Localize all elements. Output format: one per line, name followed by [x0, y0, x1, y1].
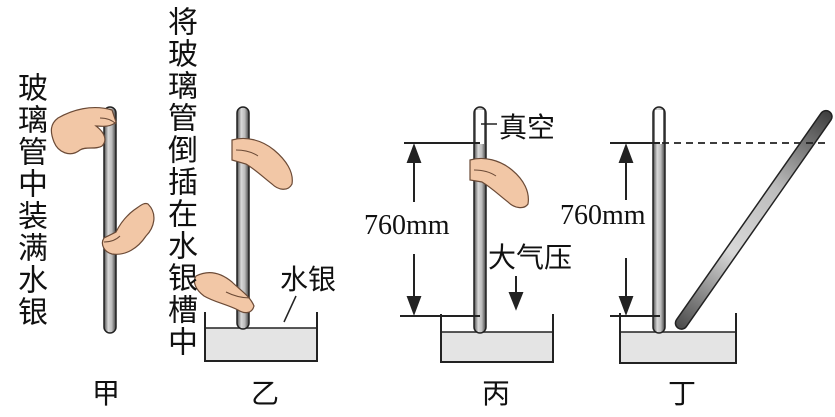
- trough-ding: [619, 313, 737, 364]
- tube-jia: [103, 106, 117, 334]
- caption-yi: 乙: [251, 377, 280, 410]
- hand-yi-top: [231, 137, 293, 190]
- label-height-bing: 760mm: [364, 210, 450, 241]
- leader-mercury-yi: [283, 295, 297, 323]
- caption-bing: 丙: [482, 377, 511, 410]
- label-height-ding: 760mm: [560, 200, 646, 231]
- hand-bing: [469, 157, 529, 209]
- hand-jia-top: [50, 106, 117, 155]
- caption-jia: 甲: [92, 377, 121, 410]
- side-text-jia: 玻璃管中装满水银: [12, 72, 47, 328]
- caption-ding: 丁: [668, 377, 697, 410]
- trough-bing-mercury: [441, 332, 553, 362]
- vacuum-space-bing: [476, 110, 484, 144]
- side-text-yi: 将玻璃管倒插在水银槽中: [162, 6, 197, 358]
- pressure-arrow-bing: [508, 276, 524, 311]
- trough-yi-mercury: [205, 328, 317, 361]
- height-arrow-ding: [618, 143, 634, 316]
- label-vacuum-bing: 真空: [499, 111, 556, 144]
- trough-bing: [440, 314, 554, 363]
- height-arrow-bing: [406, 143, 422, 316]
- vacuum-space-ding: [655, 110, 663, 144]
- label-mercury-yi: 水银: [280, 263, 337, 296]
- hand-jia-bottom: [101, 202, 155, 255]
- label-pressure-bing: 大气压: [488, 241, 573, 274]
- trough-ding-mercury: [620, 332, 736, 363]
- hand-yi-bottom: [193, 272, 255, 314]
- tube-ding-vertical: [652, 106, 666, 334]
- tube-ding-tilted: [674, 109, 833, 330]
- trough-yi: [204, 312, 318, 362]
